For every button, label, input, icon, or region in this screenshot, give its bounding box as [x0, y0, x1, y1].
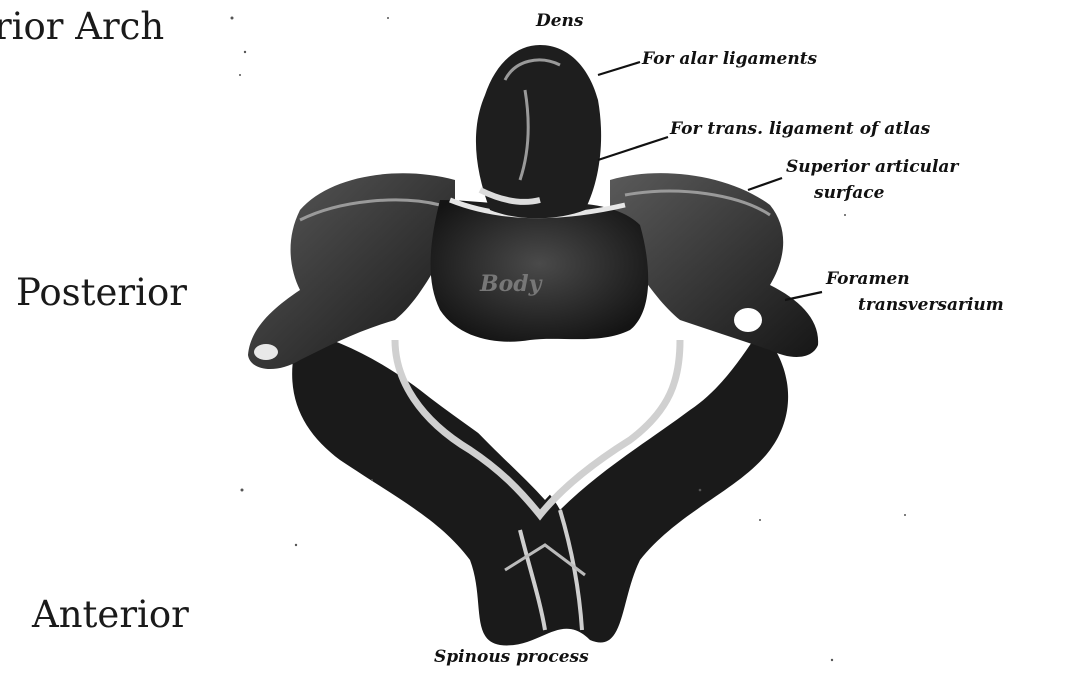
label-alar-ligaments: For alar ligaments [642, 50, 817, 69]
label-transversarium: transversarium [858, 296, 1004, 315]
label-dens: Dens [536, 12, 584, 31]
label-foramen: Foramen [826, 270, 910, 289]
label-body: Body [480, 272, 541, 296]
label-spinous-process: Spinous process [434, 648, 589, 667]
label-transverse-ligament: For trans. ligament of atlas [670, 120, 930, 139]
dens [476, 45, 601, 218]
label-superior-articular: Superior articular [786, 158, 958, 177]
label-surface: surface [814, 184, 884, 203]
